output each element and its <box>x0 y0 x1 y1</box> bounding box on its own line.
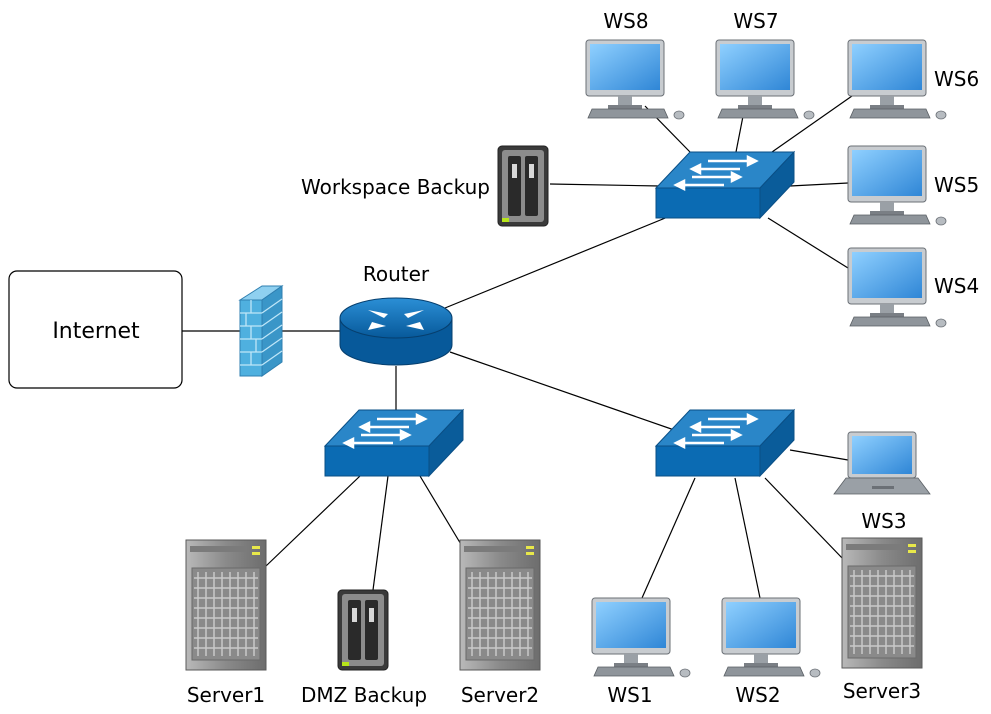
server1-label: Server1 <box>187 683 265 707</box>
ws7-label: WS7 <box>733 9 778 33</box>
ws2-icon[interactable] <box>721 597 821 678</box>
link-switch-ws6 <box>771 95 853 153</box>
router-label: Router <box>363 262 430 286</box>
link-router-top-switch <box>444 211 681 309</box>
ws1-label: WS1 <box>607 683 652 707</box>
server3-label: Server3 <box>843 679 921 703</box>
ws2-label: WS2 <box>735 683 780 707</box>
server2-icon[interactable] <box>459 539 541 671</box>
link-router-ws-switch <box>449 351 681 433</box>
ws4-icon[interactable] <box>847 247 947 328</box>
dmz-backup-label: DMZ Backup <box>301 683 427 707</box>
link-switch-server3 <box>764 477 845 561</box>
ws1-icon[interactable] <box>591 597 691 678</box>
link-switch-laptop <box>789 449 849 461</box>
link-switch-ws5 <box>789 182 849 187</box>
internet-label: Internet <box>52 319 140 344</box>
link-switch-ws4 <box>767 217 849 269</box>
ws8-icon[interactable] <box>585 39 685 120</box>
firewall-icon[interactable] <box>238 285 284 377</box>
internet-box[interactable] <box>8 270 183 389</box>
link-switch-ws1 <box>641 477 696 599</box>
link-switch-server1 <box>265 475 361 567</box>
ws8-label: WS8 <box>603 9 648 33</box>
ws6-icon[interactable] <box>847 39 947 120</box>
links <box>182 95 853 599</box>
ws5-label: WS5 <box>934 173 979 197</box>
ws-switch-icon[interactable] <box>654 408 796 478</box>
ws3-label: WS3 <box>861 509 906 533</box>
ws5-icon[interactable] <box>847 145 947 226</box>
link-switch-dmz-backup <box>372 475 389 591</box>
link-switch-server2 <box>419 475 463 547</box>
workspace-backup-icon[interactable] <box>497 145 549 227</box>
ws6-label: WS6 <box>934 67 979 91</box>
workspace-backup-label: Workspace Backup <box>301 175 490 199</box>
server1-icon[interactable] <box>185 539 267 671</box>
link-switch-workspace-backup <box>549 183 661 187</box>
dmz-backup-icon[interactable] <box>337 589 389 671</box>
dmz-switch-icon[interactable] <box>323 408 465 478</box>
ws4-label: WS4 <box>934 274 979 298</box>
ws7-icon[interactable] <box>715 39 815 120</box>
link-switch-ws2 <box>734 477 761 599</box>
router-icon[interactable] <box>339 297 453 366</box>
laptop-icon[interactable] <box>833 431 931 495</box>
server2-label: Server2 <box>461 683 539 707</box>
server3-icon[interactable] <box>841 537 923 669</box>
top-switch-icon[interactable] <box>654 150 796 220</box>
